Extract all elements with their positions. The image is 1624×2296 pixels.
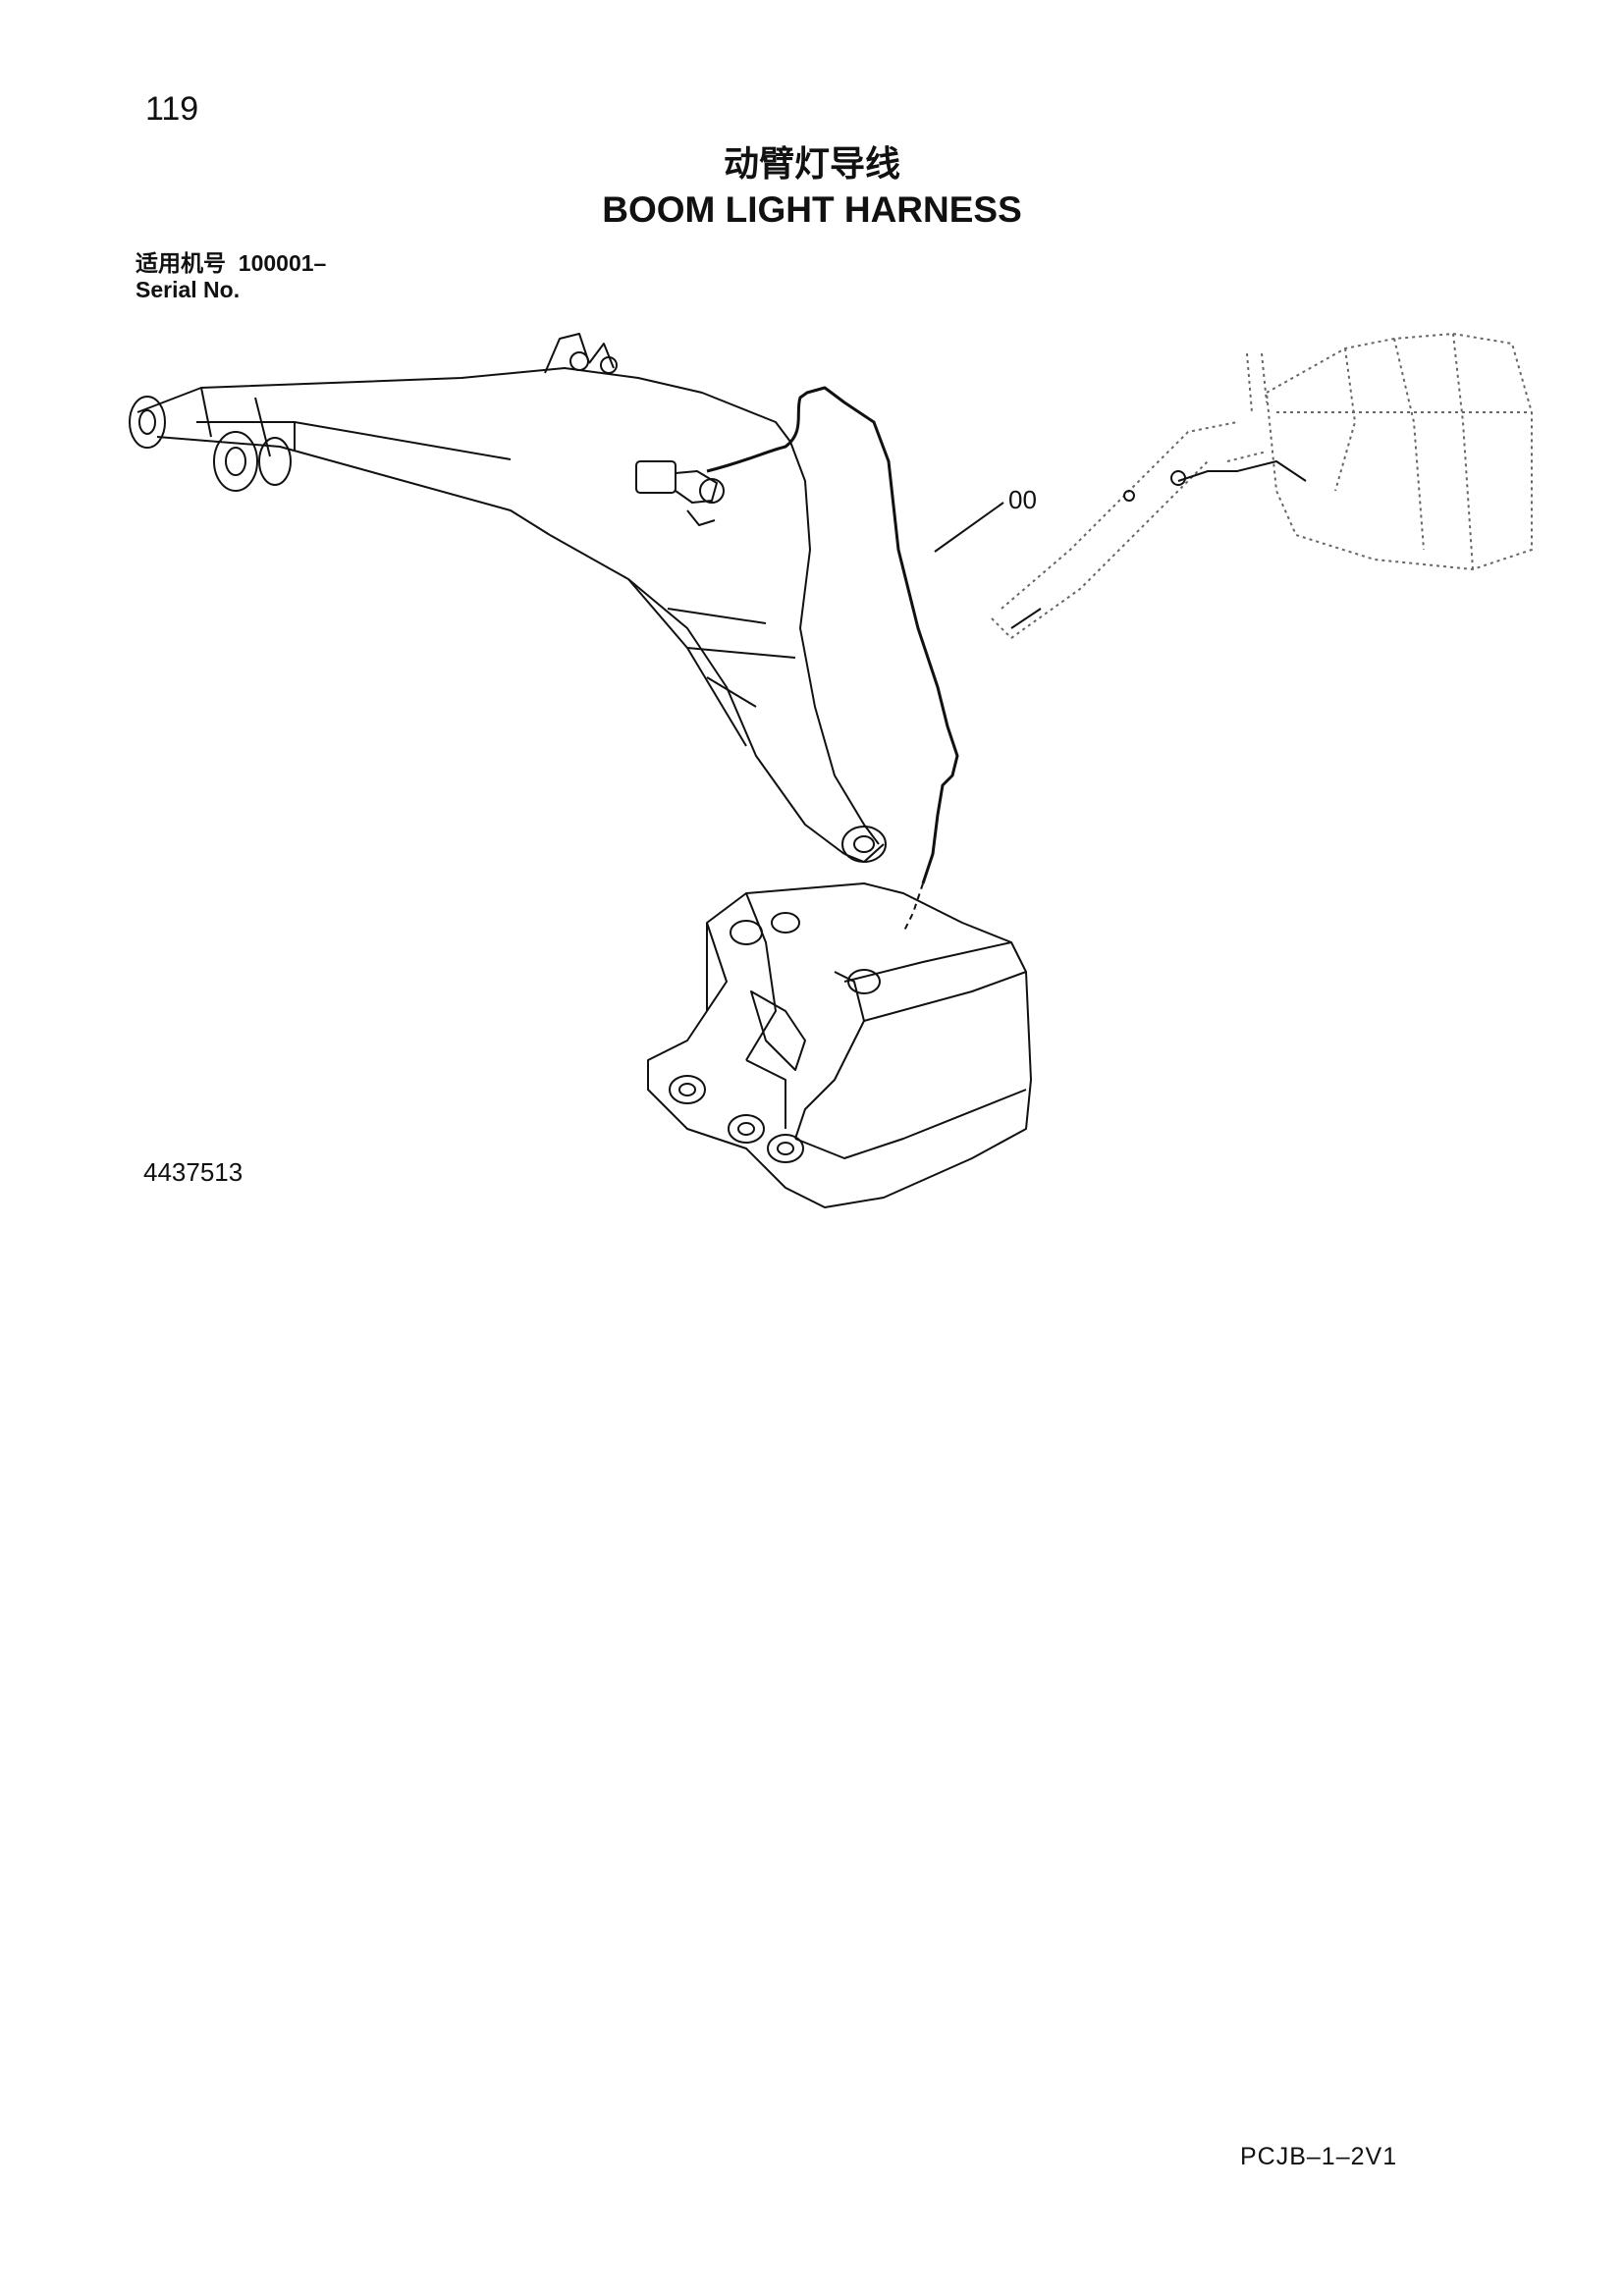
callout-leader-line — [934, 502, 1004, 553]
boom-light-harness-illustration: 00 — [129, 332, 1533, 1208]
boom-drawing — [129, 333, 1032, 1208]
serial-block: 适用机号 100001– Serial No. — [135, 250, 326, 302]
callout-label: 00 — [1008, 485, 1037, 514]
serial-line-cn: 适用机号 100001– — [135, 250, 326, 277]
document-code: PCJB–1–2V1 — [1240, 2143, 1398, 2170]
drawing-number: 4437513 — [143, 1157, 244, 1187]
serial-value: 100001– — [238, 250, 327, 276]
page-number: 119 — [145, 90, 199, 128]
title-chinese: 动臂灯导线 — [723, 144, 900, 185]
overview-harness-highlight — [1010, 459, 1307, 629]
machine-overview-drawing — [991, 332, 1533, 639]
title-english: BOOM LIGHT HARNESS — [602, 189, 1022, 230]
serial-label-cn: 适用机号 — [135, 251, 226, 277]
serial-label-en: Serial No. — [135, 277, 241, 302]
